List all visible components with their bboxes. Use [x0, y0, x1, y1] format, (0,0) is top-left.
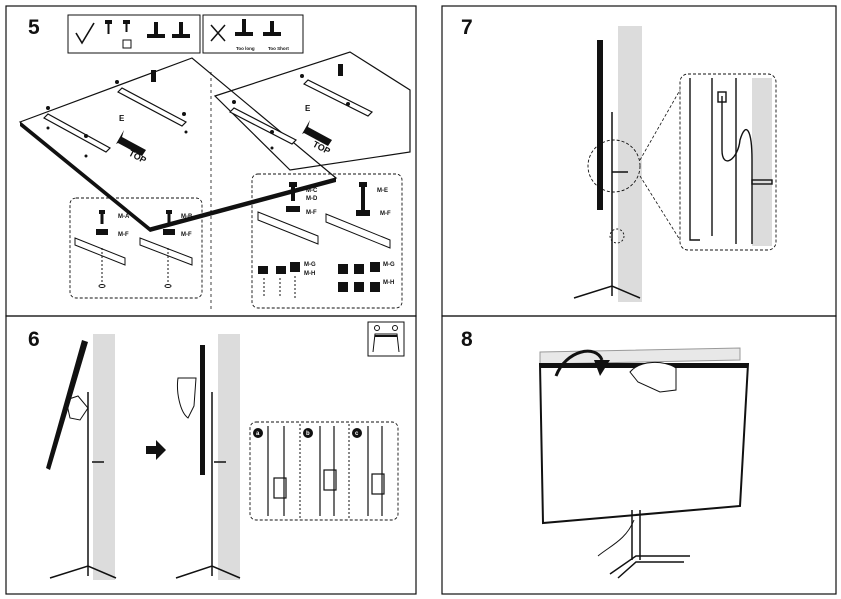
label-m-f-b: M-F — [380, 211, 391, 217]
wall-second — [218, 334, 240, 580]
wall — [618, 26, 642, 302]
step-number-5: 5 — [28, 16, 40, 39]
incorrect-legend-box — [202, 14, 304, 54]
tv-upright — [200, 345, 205, 475]
stand — [573, 112, 641, 299]
step-8 — [538, 347, 750, 579]
label-m-d: M-D — [306, 196, 318, 202]
label-m-h-b: M-H — [383, 280, 394, 286]
step-number-7: 7 — [461, 16, 473, 39]
label-m-b: M-B — [181, 214, 193, 220]
inset-hook-options — [249, 421, 399, 521]
part-e-label-right: E — [305, 104, 311, 113]
label-m-g-a: M-G — [304, 262, 316, 268]
bracket-rail-right — [228, 79, 374, 145]
zoom-circle-small — [609, 228, 625, 244]
too-short-label: Too Short — [268, 46, 289, 51]
inset-screws-right — [251, 173, 403, 309]
stand-tilted — [49, 392, 117, 579]
option-a-label: a — [256, 431, 260, 437]
step-5: Too long Too Short E TOP — [18, 14, 411, 310]
arrow-right-icon — [146, 440, 166, 460]
label-m-c: M-C — [306, 188, 318, 194]
step-number-8: 8 — [461, 328, 473, 351]
option-b-badge — [303, 428, 313, 438]
bracket-rail-left — [43, 87, 187, 153]
label-m-f-a: M-F — [306, 210, 317, 216]
tv-mounted — [597, 40, 603, 210]
rotate-arrow-icon — [554, 349, 604, 377]
cable — [597, 519, 635, 557]
part-e-label: E — [119, 114, 125, 123]
panel-step-6-frame — [5, 315, 417, 595]
label-m-h-a: M-H — [304, 271, 315, 277]
option-c-badge — [352, 428, 362, 438]
option-c-label: c — [355, 431, 359, 437]
inset-cable-detail — [679, 73, 777, 251]
two-person-lift-icon — [367, 321, 405, 357]
step-6: a b c — [46, 321, 405, 580]
wall — [93, 334, 115, 580]
label-m-f-right: M-F — [181, 232, 192, 238]
inset-screws-left — [69, 197, 203, 299]
label-m-e: M-E — [377, 188, 388, 194]
too-long-label: Too long — [236, 46, 255, 51]
tv-screen — [538, 363, 750, 525]
tv-edge-left — [20, 122, 150, 232]
step-7 — [573, 26, 777, 302]
stand-upright — [175, 392, 241, 579]
bad-screw-icon — [235, 19, 281, 36]
tv-back-right — [213, 51, 411, 171]
screw-icon — [105, 20, 190, 49]
zoom-circle — [587, 139, 641, 193]
arrow-top-icon-right — [302, 120, 332, 146]
arrow-top-icon — [116, 130, 146, 156]
screw-dot — [46, 70, 188, 158]
correct-legend-box — [67, 14, 201, 54]
panel-step-8-frame — [441, 315, 837, 595]
stand — [609, 510, 690, 579]
check-icon — [75, 22, 95, 45]
cross-icon — [210, 24, 226, 42]
tv-back-left — [18, 57, 338, 229]
option-a-badge — [253, 428, 263, 438]
hand-icon — [629, 362, 677, 393]
label-m-a: M-A — [118, 214, 130, 220]
label-m-f-left: M-F — [118, 232, 129, 238]
option-b-label: b — [306, 431, 310, 437]
hand-icon — [177, 377, 197, 419]
step-number-6: 6 — [28, 328, 40, 351]
label-m-g-b: M-G — [383, 262, 395, 268]
